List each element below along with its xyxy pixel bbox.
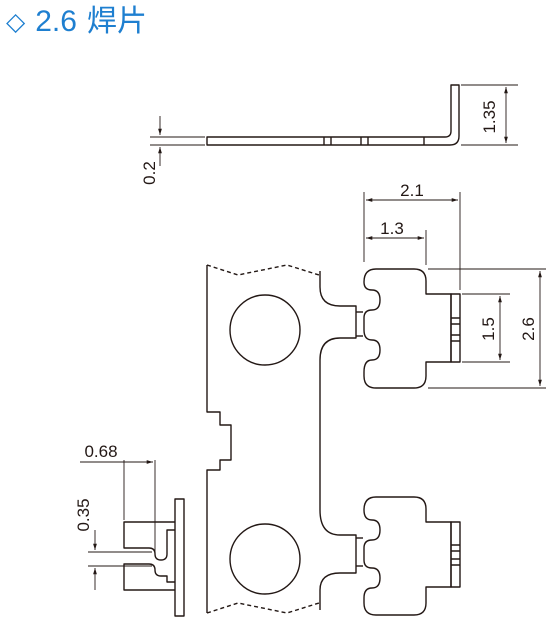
dimension-lines (80, 84, 546, 590)
dim-bend-height: 1.35 (480, 100, 499, 133)
slot-detail-view (123, 498, 185, 617)
dim-slot-height: 0.35 (74, 498, 93, 531)
diamond-icon: ◇ (6, 7, 26, 36)
solder-tab-lower (356, 496, 461, 616)
dim-tab-length: 2.6 (519, 317, 538, 341)
pilot-hole-bottom (229, 523, 301, 595)
dim-overall-width: 2.1 (400, 181, 424, 200)
solder-tab-upper (356, 268, 461, 389)
section-name: 焊片 (86, 4, 147, 39)
dim-thickness: 0.2 (140, 161, 159, 185)
carrier-strip (206, 264, 357, 614)
dim-slot-span: 1.5 (479, 317, 498, 341)
dim-slot-width: 0.68 (84, 442, 117, 461)
pilot-hole-top (229, 294, 301, 366)
section-title: ◇ 2.6 焊片 (6, 2, 147, 42)
section-number: 2.6 (35, 5, 77, 38)
dim-tab-offset: 1.3 (380, 219, 404, 238)
side-view-strip (206, 84, 460, 146)
